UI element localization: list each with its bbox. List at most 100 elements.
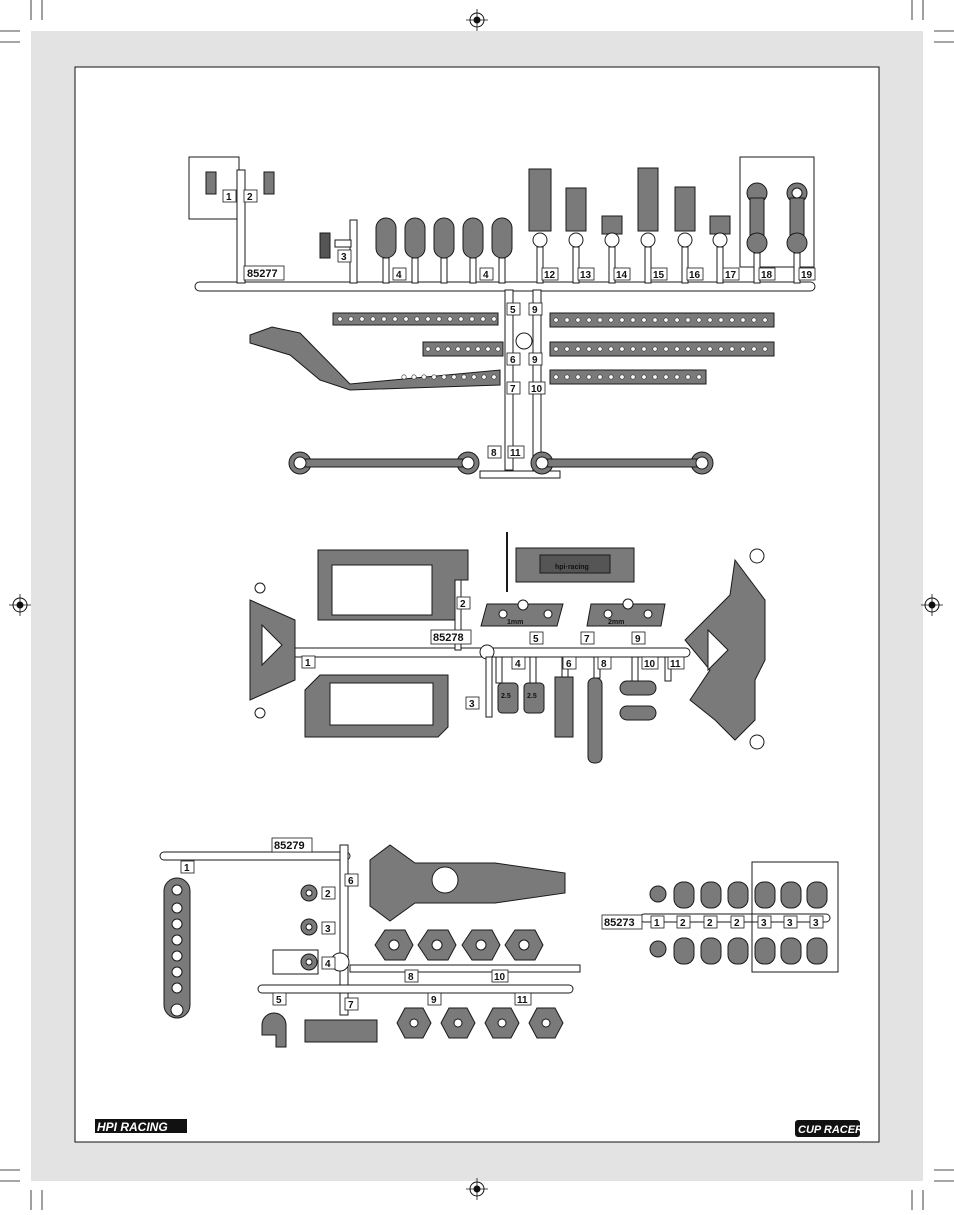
tags-85278: 1 2 3 4 5 6 7 8 9 10 11 1mm 2mm 2.5 2.5 …: [301, 564, 685, 710]
plate-hole: [451, 374, 457, 380]
tag-85273-2: 2: [707, 918, 713, 929]
plate-hole: [586, 317, 592, 323]
plate-hole: [485, 346, 491, 352]
tag-85277-9: 16: [689, 270, 701, 281]
sprue-tree-85279: [159, 837, 581, 1048]
plate-hole: [751, 346, 757, 352]
tag-85277-14: 9: [532, 305, 538, 316]
plate-hole: [674, 317, 680, 323]
plate-hole: [663, 346, 669, 352]
plate-hole: [729, 346, 735, 352]
tag-85278-3: 4: [515, 659, 521, 670]
plate-hole: [663, 317, 669, 323]
tag-85277-16: 9: [532, 355, 538, 366]
plate-hole: [696, 374, 702, 380]
spacer-label-a: 2.5: [501, 693, 511, 700]
tag-85273-4: 3: [761, 918, 767, 929]
plate-hole: [663, 374, 669, 380]
tag-85277-8: 15: [653, 270, 665, 281]
plate-hole: [392, 316, 398, 322]
plate-hole: [480, 316, 486, 322]
plate-hole: [370, 316, 376, 322]
tag-85279-8: 9: [431, 995, 437, 1006]
tags-85273: 1 2 2 2 3 3 3: [650, 915, 824, 929]
hpi-racing-logo: HPI RACING: [95, 1119, 187, 1134]
tag-85273-6: 3: [813, 918, 819, 929]
tag-85277-11: 18: [761, 270, 773, 281]
plate-hole: [445, 346, 451, 352]
plate-hole: [707, 346, 713, 352]
plate-hole: [359, 316, 365, 322]
plate-hole: [630, 317, 636, 323]
tag-85277-17: 7: [510, 384, 516, 395]
plate-hole: [575, 317, 581, 323]
plate-hole: [455, 346, 461, 352]
plate-hole: [348, 316, 354, 322]
plate-hole: [619, 346, 625, 352]
tag-85273-0: 1: [654, 918, 660, 929]
tag-85278-5: 6: [566, 659, 572, 670]
tag-85279-9: 10: [494, 972, 506, 983]
plate-hole: [475, 346, 481, 352]
plate-hole: [762, 317, 768, 323]
plate-hole: [740, 346, 746, 352]
tag-85279-7: 8: [408, 972, 414, 983]
plate-hole: [597, 374, 603, 380]
plate-hole: [674, 346, 680, 352]
part-number-85279: 85279: [274, 840, 305, 852]
tag-85279-4: 5: [276, 995, 282, 1006]
tag-85279-2: 3: [325, 924, 331, 935]
registration-mark-icon: [920, 593, 944, 617]
tag-85279-10: 11: [517, 995, 528, 1006]
plate-hole: [718, 317, 724, 323]
plate-hole: [619, 374, 625, 380]
plate-hole: [441, 374, 447, 380]
tag-85279-6: 7: [348, 1000, 354, 1011]
plate-hole: [495, 346, 501, 352]
plate-hole: [685, 317, 691, 323]
plate-hole: [469, 316, 475, 322]
plate-hole: [641, 317, 647, 323]
plate-hole: [597, 346, 603, 352]
plate-hole: [471, 374, 477, 380]
plate-hole: [762, 346, 768, 352]
tag-85277-0: 1: [226, 192, 232, 203]
cup-racer-logo: CUP RACER: [795, 1120, 863, 1137]
plate-hole: [411, 374, 417, 380]
plate-hole: [608, 317, 614, 323]
plate-hole: [564, 374, 570, 380]
tag-85279-5: 6: [348, 876, 354, 887]
plate-hole: [630, 374, 636, 380]
tag-85278-10: 11: [670, 659, 681, 670]
plate-hole: [707, 317, 713, 323]
tag-85278-1: 2: [460, 599, 466, 610]
plate-hole: [447, 316, 453, 322]
plate-hole: [431, 374, 437, 380]
plate-hole: [751, 317, 757, 323]
tag-85277-20: 11: [510, 448, 521, 459]
plate-hole: [586, 346, 592, 352]
tag-85278-0: 1: [305, 658, 311, 669]
plate-hole: [553, 346, 559, 352]
tag-85273-1: 2: [680, 918, 686, 929]
plate-hole: [564, 346, 570, 352]
tag-85278-6: 7: [584, 634, 590, 645]
plate-hole: [337, 316, 343, 322]
plate-hole: [674, 374, 680, 380]
sprue-tree-85277: [188, 156, 816, 479]
tags-85279: 1 2 3 4 5 6 7 8 9 10 11: [180, 860, 532, 1011]
tag-85277-7: 14: [616, 270, 628, 281]
tag-85279-1: 2: [325, 889, 331, 900]
tag-85277-2: 3: [341, 252, 347, 263]
tag-85279-3: 4: [325, 959, 331, 970]
tag-85277-1: 2: [247, 192, 253, 203]
plate-hole: [425, 346, 431, 352]
tag-85277-19: 8: [491, 448, 497, 459]
part-number-85277: 85277: [247, 268, 278, 280]
plate-hole: [458, 316, 464, 322]
plate-hole: [575, 346, 581, 352]
part-number-85273: 85273: [604, 917, 635, 929]
tag-85277-5: 12: [544, 270, 556, 281]
tag-85278-4: 5: [533, 634, 539, 645]
